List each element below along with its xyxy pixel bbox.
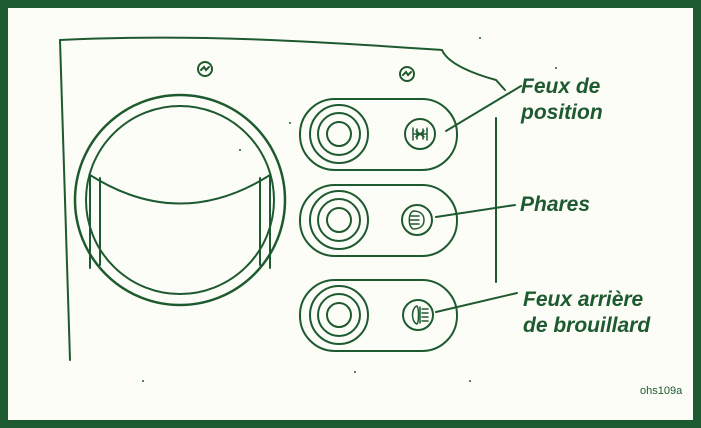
print-specks <box>142 37 557 382</box>
dashboard-panel-edge <box>59 39 71 361</box>
label-position-lights: Feux de position <box>521 74 603 126</box>
label-rear-fog: Feux arrière de brouillard <box>523 287 650 339</box>
label-position-lights-line2: position <box>521 101 603 124</box>
rear-fog-switch <box>299 279 458 352</box>
air-vent-icon <box>73 93 287 307</box>
leader-line-position <box>445 85 522 132</box>
leader-line-rear-fog <box>435 292 518 313</box>
position-lights-icon <box>412 127 428 141</box>
dashboard-panel-outline <box>59 36 506 91</box>
label-rear-fog-line1: Feux arrière <box>523 288 644 311</box>
headlights-switch <box>299 184 458 257</box>
label-headlights-text: Phares <box>520 193 591 216</box>
headlight-icon <box>408 210 425 230</box>
leader-line-headlights <box>435 204 516 218</box>
label-headlights: Phares <box>520 192 590 218</box>
rear-fog-light-icon <box>411 305 429 325</box>
label-rear-fog-line2: de brouillard <box>523 314 651 337</box>
screw-right-icon <box>399 66 415 82</box>
screw-left-icon <box>197 61 213 77</box>
label-position-lights-line1: Feux de <box>521 75 601 98</box>
figure-reference-code: ohs109a <box>640 385 683 397</box>
position-lights-switch <box>299 98 458 171</box>
